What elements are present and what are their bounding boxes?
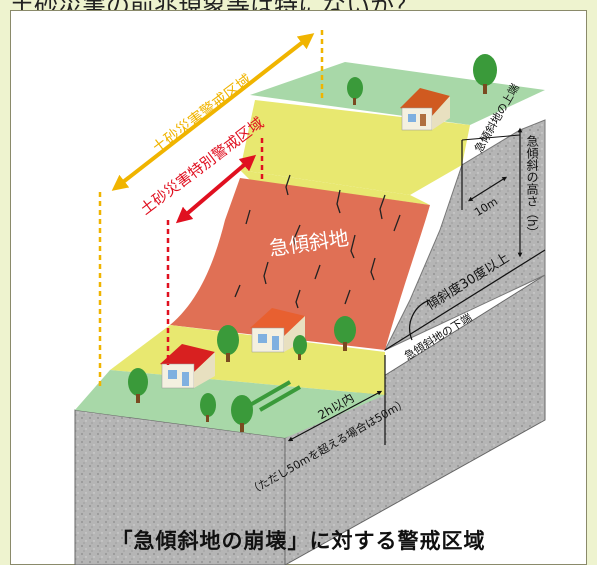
lower-plateau — [110, 325, 385, 395]
rock-side-face — [284, 274, 546, 565]
warning-zone-arrow — [111, 33, 315, 191]
slope-height-label: 急傾斜の高さ（h） — [525, 134, 539, 239]
field-rows — [249, 380, 301, 412]
house-top — [400, 88, 450, 131]
trees — [128, 54, 497, 432]
special-zone-arrow — [175, 154, 257, 224]
house-lower — [160, 344, 215, 389]
top-grass — [250, 62, 545, 125]
two-h-arrow — [287, 390, 383, 442]
diagram-caption: 「急傾斜地の崩壊」に対する警戒区域 — [111, 529, 486, 553]
